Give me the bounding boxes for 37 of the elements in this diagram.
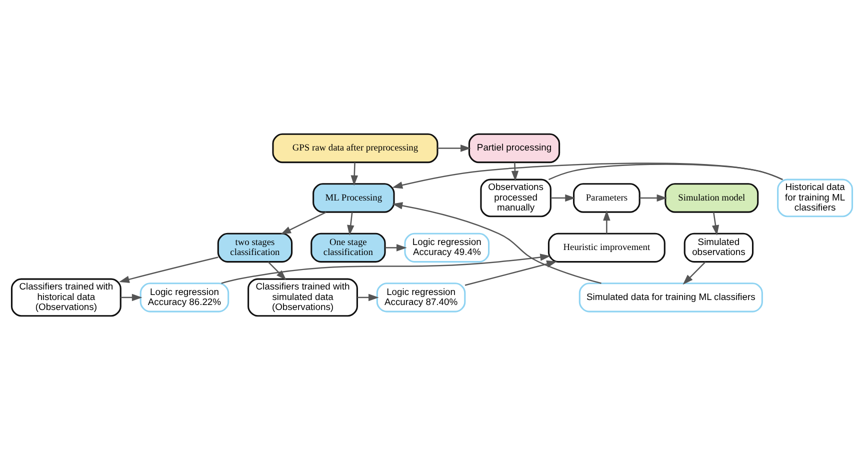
arrow	[221, 254, 551, 284]
arrow	[118, 256, 218, 283]
arrow	[350, 162, 358, 186]
arrow	[120, 294, 142, 302]
node-box: Observations processed manually	[480, 178, 552, 218]
node-box: Logic regression Accuracy 86.22%	[140, 282, 230, 312]
node-box: One stage classification	[310, 232, 386, 263]
node-box: Parameters	[573, 183, 640, 213]
node-box: Historical data for training ML classifiers	[777, 178, 854, 218]
arrow	[385, 244, 407, 252]
arrow	[511, 162, 519, 182]
node-box: Heuristic improvement	[548, 232, 666, 263]
arrow	[438, 144, 471, 152]
arrow	[603, 210, 610, 234]
node-box: Logic regression Accuracy 49.4%	[404, 232, 490, 263]
node-box: Simulated data for training ML classifiers	[578, 282, 763, 312]
arrow	[712, 212, 720, 236]
node-box: ML Processing	[312, 183, 395, 213]
connector	[548, 164, 783, 180]
arrow	[347, 212, 354, 236]
arrow	[640, 194, 668, 202]
arrow	[280, 212, 326, 234]
arrow	[464, 260, 558, 286]
arrow	[357, 294, 379, 302]
node-box: Classifiers trained with simulated data (Observations)	[248, 278, 358, 317]
arrow	[392, 162, 783, 189]
node-box: Simulated observations	[684, 232, 754, 263]
node-box: Logic regression Accuracy 87.40%	[376, 282, 466, 312]
node-box: Partiel processing	[468, 133, 560, 164]
node-box: Classifiers trained with historical data (Observations)	[10, 278, 122, 317]
node-box: Simulation model	[664, 183, 759, 213]
node-box: GPS raw data after preprocessing	[272, 133, 438, 164]
node-box: two stages classification	[217, 232, 293, 263]
arrow	[392, 202, 602, 284]
arrow	[550, 194, 576, 202]
arrow	[682, 261, 706, 285]
arrow	[268, 261, 286, 280]
